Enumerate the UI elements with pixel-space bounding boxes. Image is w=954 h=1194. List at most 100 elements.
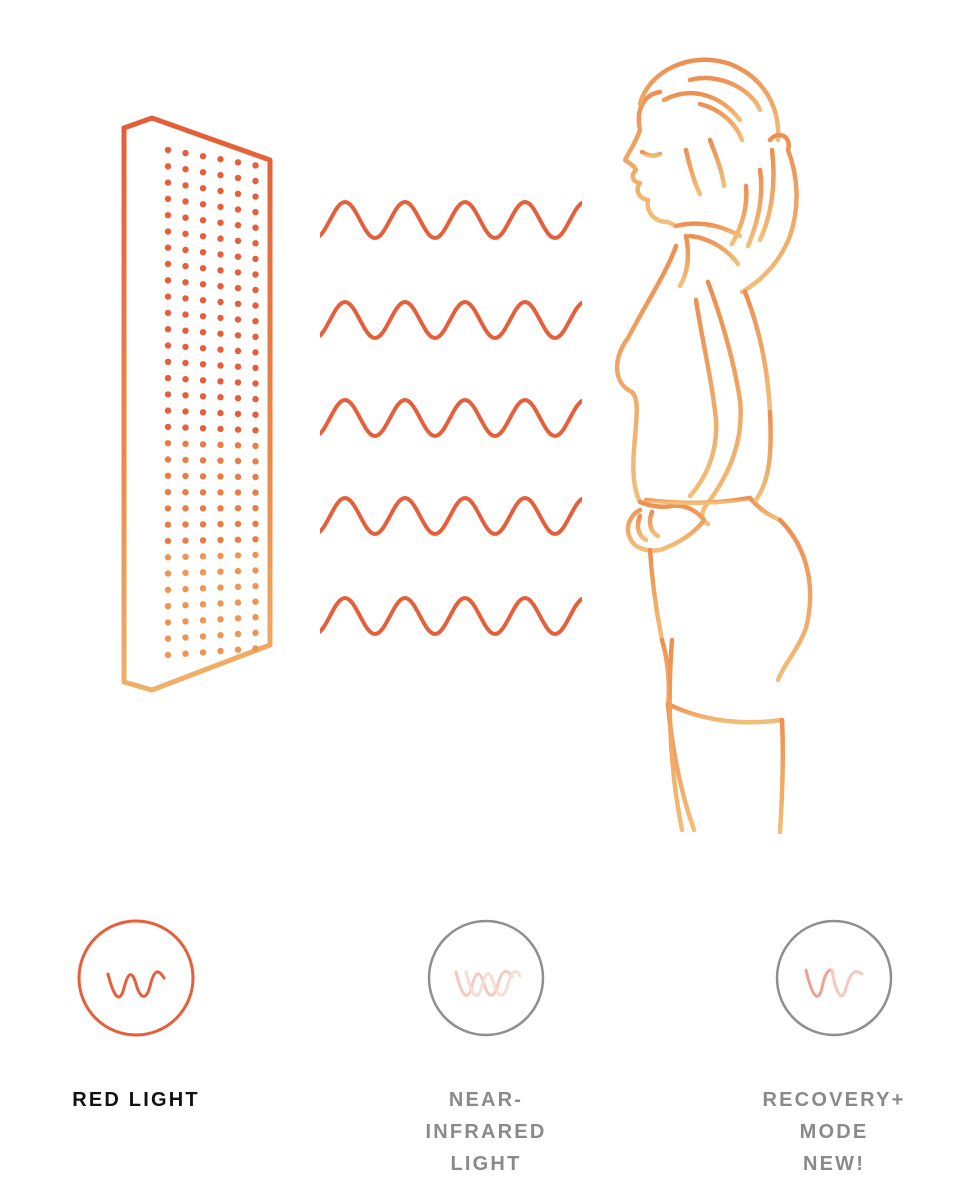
led-dot [199, 297, 207, 304]
led-dot [234, 536, 242, 543]
led-dot [199, 457, 207, 464]
led-dot [182, 634, 189, 641]
led-dot [217, 283, 224, 290]
led-dot [217, 505, 224, 512]
led-dot [217, 584, 224, 591]
led-dot [182, 230, 189, 237]
led-dot [164, 619, 172, 626]
led-dot [234, 630, 242, 638]
led-dot [164, 440, 172, 447]
single-wave-icon [77, 919, 195, 1037]
led-dot [234, 190, 242, 197]
led-dot [252, 271, 259, 278]
led-dot [234, 567, 242, 575]
led-dot [164, 570, 172, 577]
led-dot [217, 552, 224, 560]
led-dot [217, 267, 224, 274]
led-dot [182, 198, 189, 205]
led-dot [199, 521, 207, 528]
led-dot [252, 458, 259, 465]
led-dot [182, 585, 189, 593]
led-dot [182, 392, 189, 399]
led-dot [164, 472, 172, 479]
led-dot [252, 645, 259, 652]
light-waves-icon [320, 200, 582, 636]
led-dot [252, 240, 259, 247]
led-dot [199, 377, 207, 384]
led-dot [164, 505, 172, 512]
led-dot [252, 349, 259, 356]
led-dot [164, 391, 172, 398]
led-dot [217, 219, 224, 226]
led-dot [182, 376, 189, 383]
dual-wave-icon [775, 919, 893, 1037]
led-dot [164, 358, 172, 365]
led-dot [199, 537, 207, 544]
led-dot [182, 569, 189, 577]
led-dot [199, 489, 207, 496]
led-dot [234, 489, 242, 496]
led-dot [217, 489, 224, 496]
led-dot [217, 536, 224, 544]
led-dot [252, 364, 259, 372]
mode-near-infrared[interactable]: NEAR- INFRARED LIGHT [376, 900, 596, 1180]
led-dot [234, 520, 242, 528]
led-dot [199, 169, 207, 176]
led-dot [199, 265, 207, 272]
led-dots [164, 146, 259, 659]
led-dot [217, 171, 224, 179]
led-dot [199, 553, 207, 560]
led-dot [182, 408, 189, 415]
led-dot [182, 246, 189, 254]
led-dot [252, 614, 259, 621]
led-dot [164, 277, 172, 284]
led-dot [252, 629, 259, 636]
led-dot [164, 342, 172, 349]
led-dot [217, 425, 224, 433]
led-dot [182, 424, 189, 431]
led-dot [252, 177, 259, 185]
led-dot [252, 302, 259, 309]
mode-red-light[interactable]: RED LIGHT [26, 900, 246, 1116]
led-dot [234, 332, 242, 339]
led-dot [217, 473, 224, 480]
led-dot [217, 298, 224, 306]
led-dot [234, 410, 242, 418]
mode-label-red-light: RED LIGHT [72, 1089, 200, 1111]
led-dot [217, 616, 224, 623]
led-dot [252, 567, 259, 574]
led-dot [164, 635, 172, 642]
led-dot [217, 632, 224, 639]
led-dot [217, 457, 224, 464]
led-dot [217, 409, 224, 417]
led-dot [234, 269, 242, 276]
led-dot [217, 346, 224, 353]
led-dot [252, 520, 259, 527]
led-dot [252, 193, 259, 200]
led-dot [182, 279, 189, 286]
led-dot [252, 255, 259, 263]
led-dot [252, 224, 259, 231]
led-dot [234, 363, 242, 370]
led-dot [252, 536, 259, 543]
led-dot [252, 582, 259, 590]
led-dot [252, 208, 259, 216]
led-dot [234, 253, 242, 260]
led-dot [199, 249, 207, 256]
led-dot [217, 330, 224, 337]
led-dot [234, 457, 242, 465]
led-dot [199, 569, 207, 576]
led-dot [252, 162, 259, 169]
led-dot [182, 311, 189, 318]
mode-recovery-plus[interactable]: RECOVERY+ MODE NEW! [724, 900, 944, 1180]
led-dot [252, 489, 259, 496]
led-dot [182, 359, 189, 367]
led-dot [182, 262, 189, 270]
led-dot [234, 284, 242, 292]
led-dot [252, 395, 259, 403]
led-dot [182, 295, 189, 302]
led-dot [182, 472, 189, 480]
led-dot [252, 427, 259, 434]
led-dot [199, 361, 207, 368]
led-dot [217, 203, 224, 210]
